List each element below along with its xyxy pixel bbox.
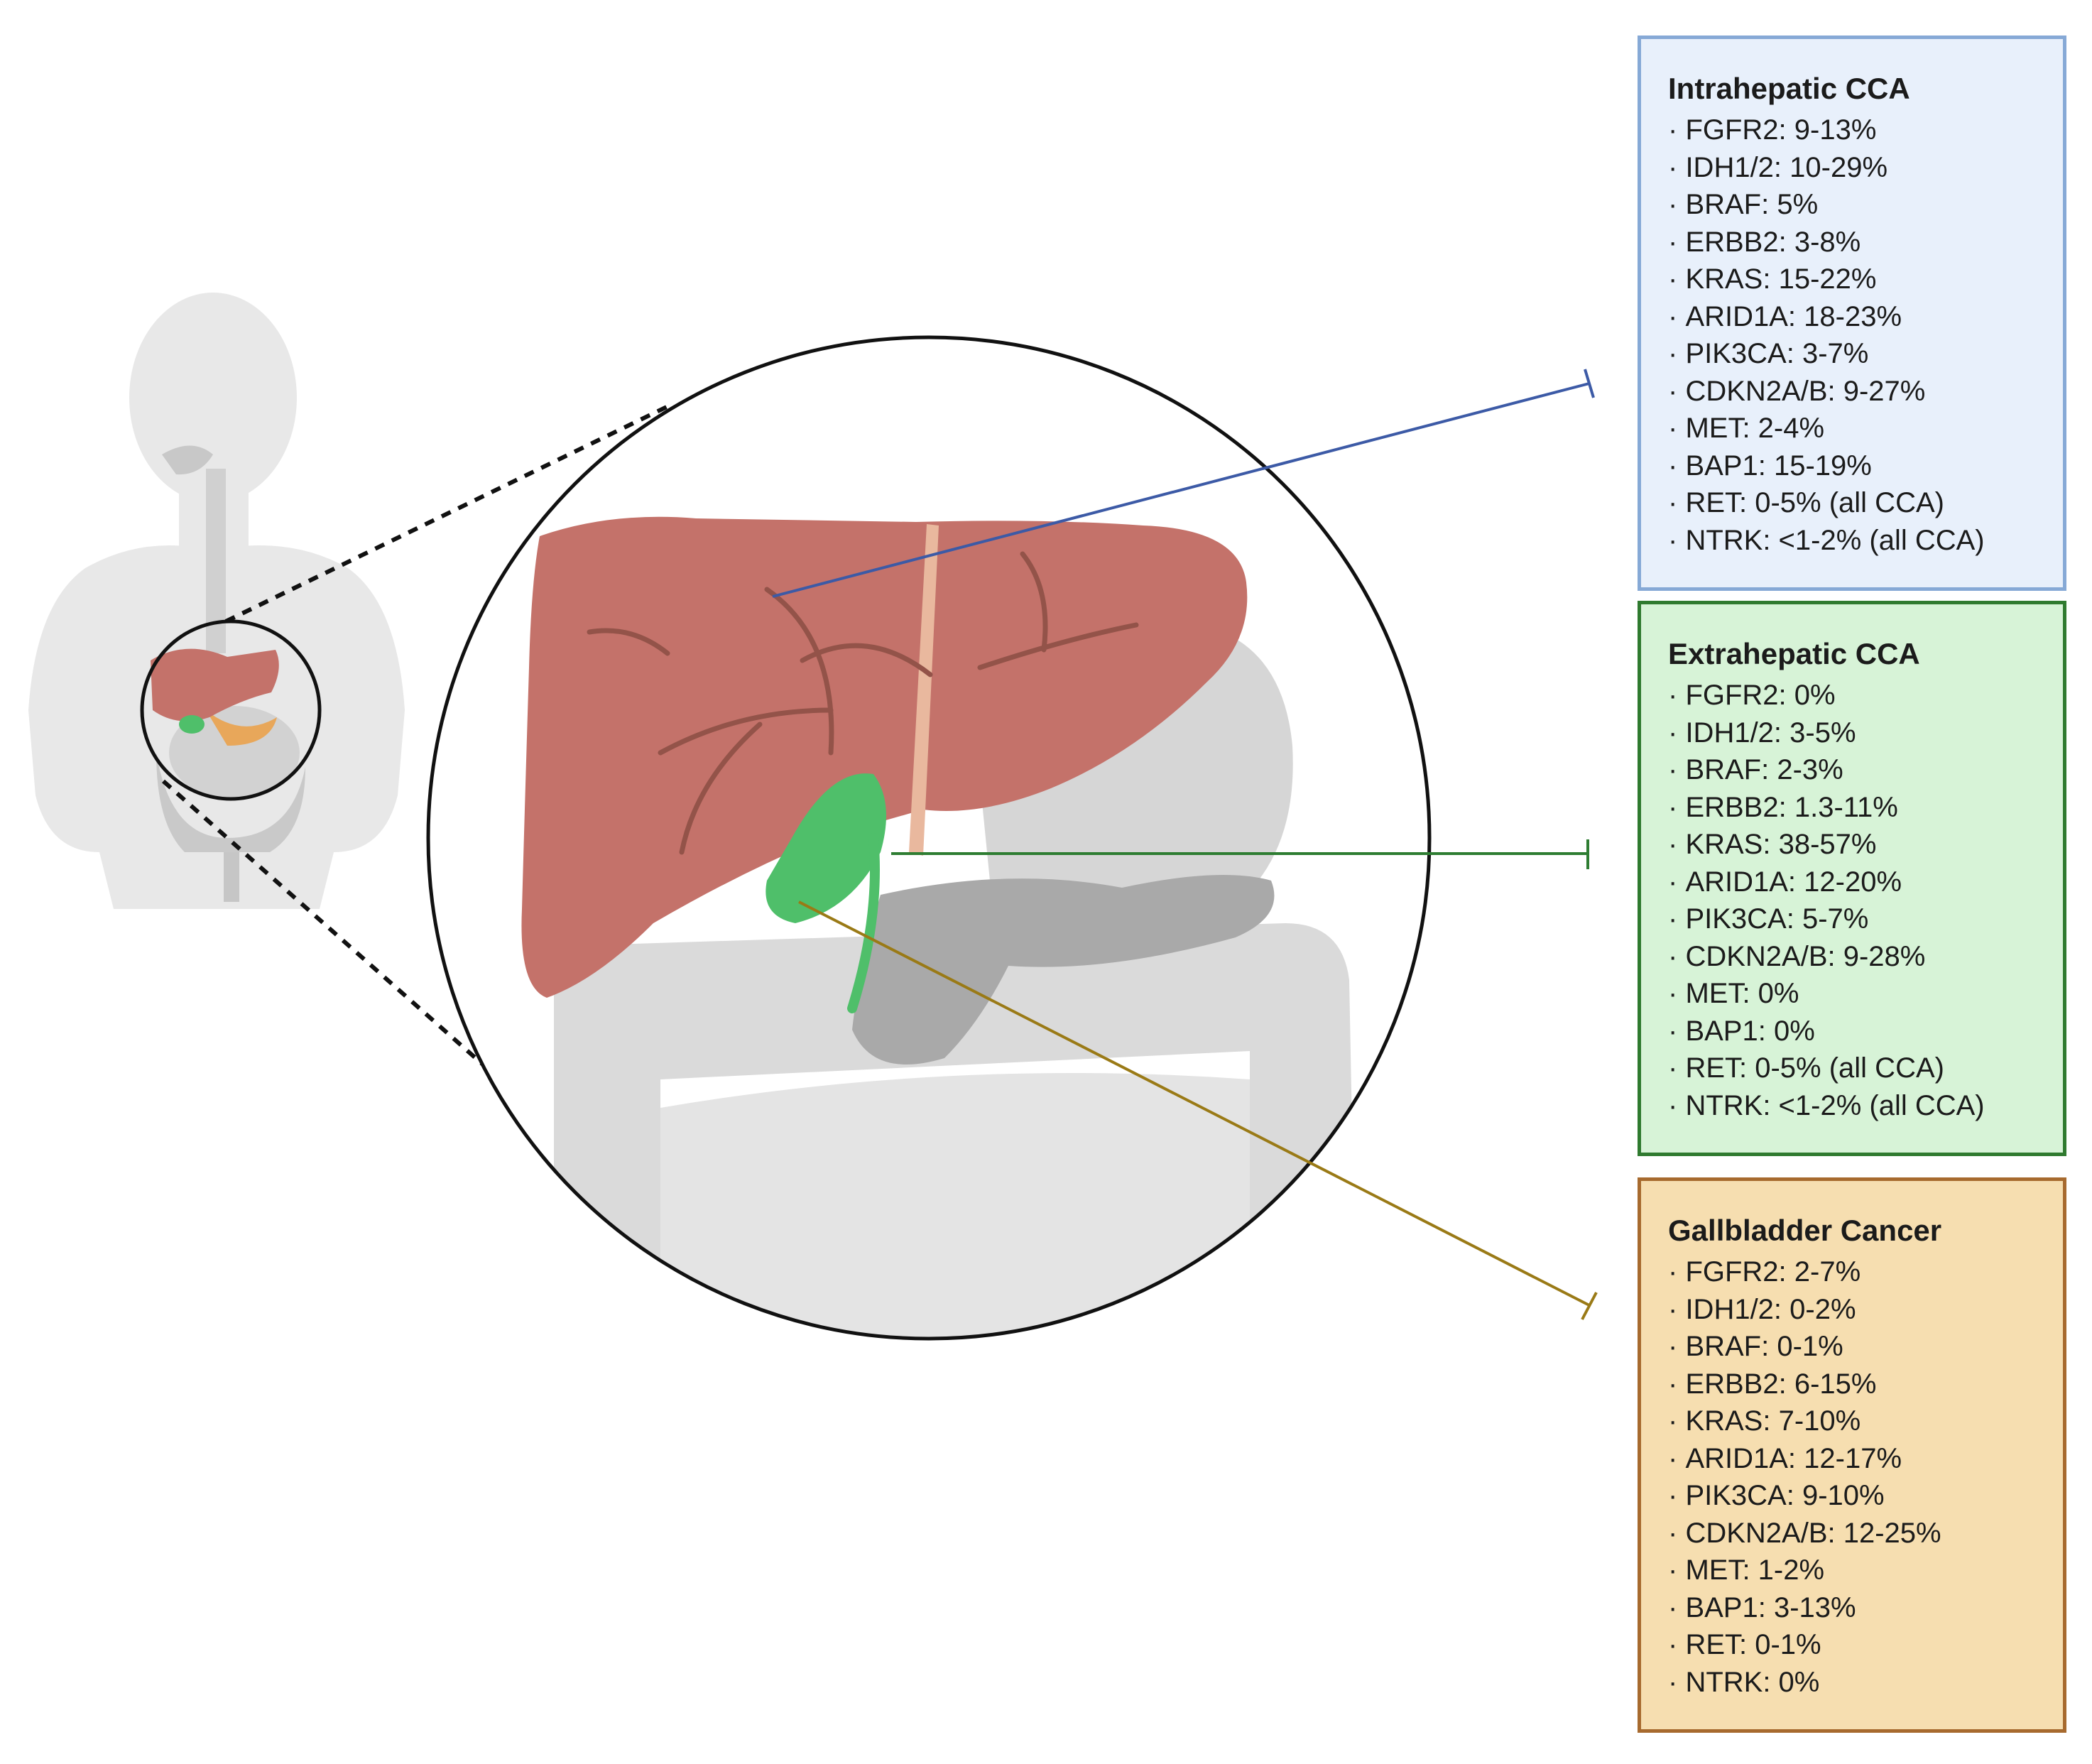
mutation-item: NTRK: <1-2% (all CCA): [1668, 522, 2037, 560]
mutation-item: ERBB2: 3-8%: [1668, 224, 2037, 261]
connector-ihcca: [772, 369, 1595, 598]
mutation-item: BAP1: 15-19%: [1668, 447, 2037, 485]
mutation-item: BRAF: 5%: [1668, 186, 2037, 224]
pancreas: [852, 875, 1275, 1065]
internal-organs-small: [151, 445, 305, 902]
falciform-ligament: [909, 524, 939, 856]
mutation-item: FGFR2: 2-7%: [1668, 1253, 2037, 1291]
gallbladder: [766, 773, 886, 923]
mutation-item: ERBB2: 1.3-11%: [1668, 789, 2037, 827]
bile-duct: [847, 833, 880, 1013]
mutation-item: IDH1/2: 3-5%: [1668, 714, 2037, 752]
mutation-item: BAP1: 0%: [1668, 1013, 2037, 1050]
mutation-item: BRAF: 0-1%: [1668, 1328, 2037, 1366]
mutation-item: PIK3CA: 9-10%: [1668, 1477, 2037, 1515]
mutation-item: MET: 2-4%: [1668, 410, 2037, 447]
mutation-item: ARID1A: 12-20%: [1668, 864, 2037, 901]
magnified-anatomy: [428, 337, 1429, 1339]
mutation-item: FGFR2: 0%: [1668, 677, 2037, 714]
mutation-item: KRAS: 38-57%: [1668, 826, 2037, 864]
mutation-item: RET: 0-5% (all CCA): [1668, 1050, 2037, 1087]
panel-gallbladder-cancer: Gallbladder Cancer FGFR2: 2-7% IDH1/2: 0…: [1638, 1177, 2066, 1733]
mutation-item: PIK3CA: 3-7%: [1668, 335, 2037, 373]
mutation-item: BRAF: 2-3%: [1668, 751, 2037, 789]
mutation-item: CDKN2A/B: 9-27%: [1668, 373, 2037, 410]
mutation-item: CDKN2A/B: 12-25%: [1668, 1515, 2037, 1552]
mutation-item: MET: 1-2%: [1668, 1552, 2037, 1589]
panel-title: Extrahepatic CCA: [1668, 637, 1920, 670]
mutation-item: ARID1A: 12-17%: [1668, 1440, 2037, 1478]
mutation-item: MET: 0%: [1668, 975, 2037, 1013]
bile-ducts: [587, 551, 1139, 855]
panel-intrahepatic-cca: Intrahepatic CCA FGFR2: 9-13% IDH1/2: 10…: [1638, 36, 2066, 591]
mutation-list: FGFR2: 2-7% IDH1/2: 0-2% BRAF: 0-1% ERBB…: [1668, 1253, 2037, 1701]
magnified-circle-border: [426, 335, 1432, 1341]
mutation-item: RET: 0-1%: [1668, 1626, 2037, 1664]
connector-ehcca: [891, 839, 1589, 869]
panel-title: Intrahepatic CCA: [1668, 72, 1910, 105]
zoom-line-top: [224, 403, 672, 624]
mutation-item: KRAS: 15-22%: [1668, 261, 2037, 298]
mutation-item: BAP1: 3-13%: [1668, 1589, 2037, 1627]
mutation-item: CDKN2A/B: 9-28%: [1668, 938, 2037, 976]
liver: [521, 516, 1248, 998]
mutation-item: RET: 0-5% (all CCA): [1668, 484, 2037, 522]
mutation-list: FGFR2: 9-13% IDH1/2: 10-29% BRAF: 5% ERB…: [1668, 111, 2037, 559]
large-intestine: [554, 923, 1356, 1339]
mutation-item: NTRK: 0%: [1668, 1664, 2037, 1702]
panel-title: Gallbladder Cancer: [1668, 1214, 1942, 1247]
mutation-item: IDH1/2: 10-29%: [1668, 149, 2037, 187]
mutation-item: ERBB2: 6-15%: [1668, 1366, 2037, 1403]
zoom-source-circle: [140, 619, 322, 801]
mutation-list: FGFR2: 0% IDH1/2: 3-5% BRAF: 2-3% ERBB2:…: [1668, 677, 2037, 1124]
panel-extrahepatic-cca: Extrahepatic CCA FGFR2: 0% IDH1/2: 3-5% …: [1638, 601, 2066, 1156]
connector-gbc: [798, 900, 1598, 1320]
mutation-item: FGFR2: 9-13%: [1668, 111, 2037, 149]
mutation-item: IDH1/2: 0-2%: [1668, 1291, 2037, 1329]
mutation-item: NTRK: <1-2% (all CCA): [1668, 1087, 2037, 1125]
mutation-item: PIK3CA: 5-7%: [1668, 900, 2037, 938]
mutation-item: ARID1A: 18-23%: [1668, 298, 2037, 336]
small-intestine: [660, 1073, 1250, 1339]
mutation-item: KRAS: 7-10%: [1668, 1403, 2037, 1440]
